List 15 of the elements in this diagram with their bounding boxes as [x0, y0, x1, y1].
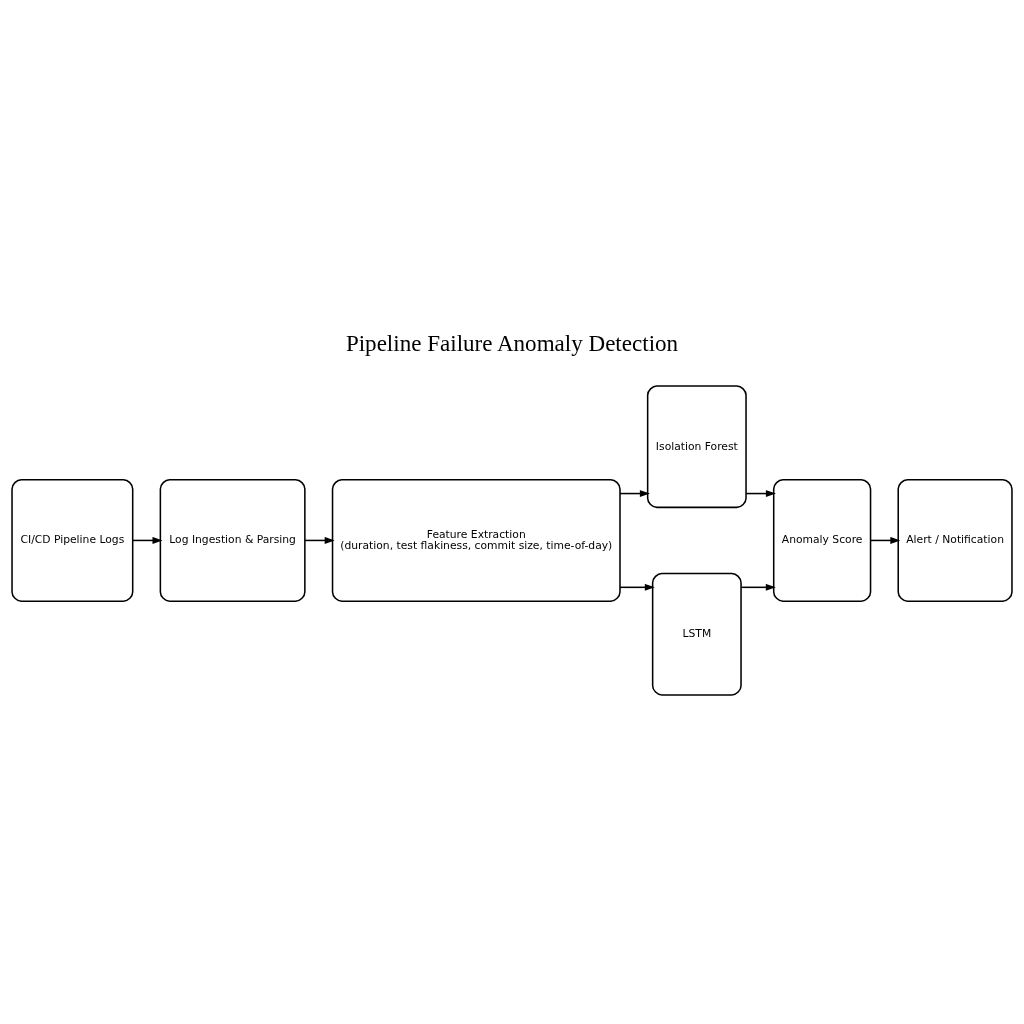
arrow: [740, 583, 776, 591]
node-box: Alert / Notification: [897, 478, 1013, 602]
node-box: Log Ingestion & Parsing: [159, 478, 306, 602]
arrow: [131, 536, 163, 544]
node-box: Isolation Forest: [646, 385, 747, 509]
arrow: [745, 490, 776, 498]
arrow: [619, 490, 650, 498]
node-box: CI/CD Pipeline Logs: [11, 478, 134, 602]
node-box: Feature Extraction (duration, test flakiness, commit size, time-of-day): [331, 478, 621, 602]
node-box: Anomaly Score: [772, 478, 872, 602]
arrow: [870, 536, 901, 544]
node-box: LSTM: [651, 572, 742, 696]
arrow: [619, 583, 655, 591]
diagram-title: Pipeline Failure Anomaly Detection: [345, 329, 679, 356]
arrow: [304, 536, 335, 544]
